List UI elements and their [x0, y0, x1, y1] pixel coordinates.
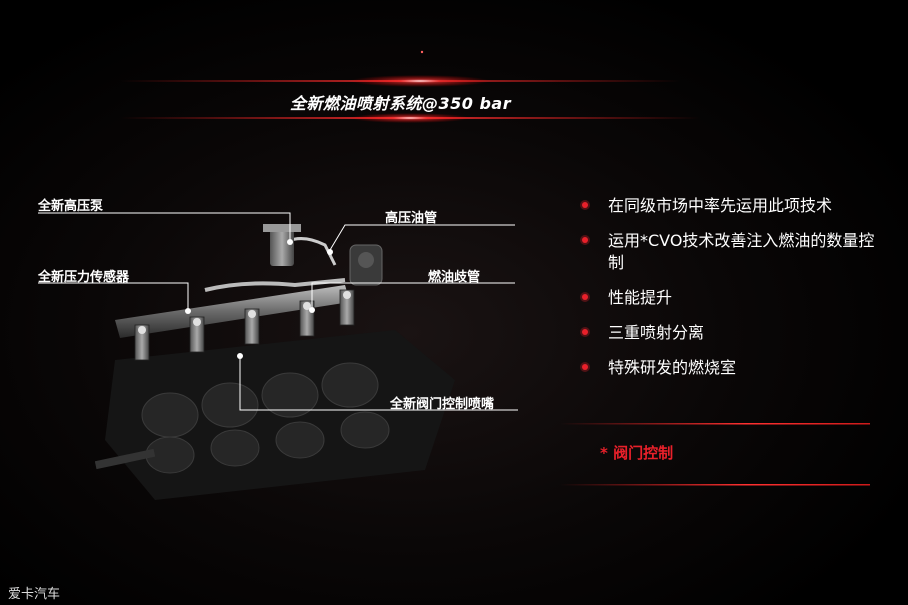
red-bullet-icon: [580, 200, 590, 210]
label-fuel-rail: 燃油歧管: [428, 270, 481, 285]
bullet-text: 运用*CVO技术改善注入燃油的数量控制: [608, 231, 875, 272]
list-item: 性能提升: [580, 287, 890, 309]
label-high-pressure-pipe: 高压油管: [385, 211, 438, 226]
list-item: 运用*CVO技术改善注入燃油的数量控制: [580, 230, 890, 274]
label-high-pressure-pump: 全新高压泵: [38, 199, 104, 214]
bullet-text: 三重喷射分离: [608, 323, 705, 342]
title-glow-lines: [120, 50, 700, 123]
red-bullet-icon: [580, 235, 590, 245]
bullet-text: 特殊研发的燃烧室: [608, 358, 737, 377]
slide-title: 全新燃油喷射系统@350 bar: [290, 94, 512, 113]
footnote-valve-control: * 阀门控制: [600, 444, 674, 462]
list-item: 特殊研发的燃烧室: [580, 357, 890, 379]
watermark-logo: 爱卡汽车: [8, 587, 61, 602]
feature-bullet-list: 在同级市场中率先运用此项技术 运用*CVO技术改善注入燃油的数量控制 性能提升 …: [580, 195, 890, 392]
label-pressure-sensor: 全新压力传感器: [38, 270, 130, 285]
bullet-text: 性能提升: [608, 288, 673, 307]
red-bullet-icon: [580, 362, 590, 372]
red-bullet-icon: [580, 327, 590, 337]
list-item: 三重喷射分离: [580, 322, 890, 344]
list-item: 在同级市场中率先运用此项技术: [580, 195, 890, 217]
bullet-text: 在同级市场中率先运用此项技术: [608, 196, 833, 215]
red-bullet-icon: [580, 292, 590, 302]
label-valve-controlled-nozzle: 全新阀门控制喷嘴: [390, 397, 495, 412]
engine-fuel-system-illustration: [95, 224, 455, 500]
